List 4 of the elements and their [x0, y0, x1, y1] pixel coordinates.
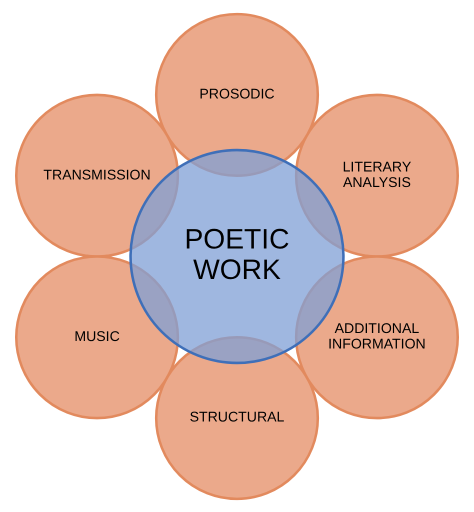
node-circle: ADDITIONAL INFORMATION — [294, 254, 459, 419]
node-circle: MUSIC — [15, 254, 180, 419]
node-circle: LITERARY ANALYSIS — [294, 93, 459, 258]
node-circle: TRANSMISSION — [15, 93, 180, 258]
